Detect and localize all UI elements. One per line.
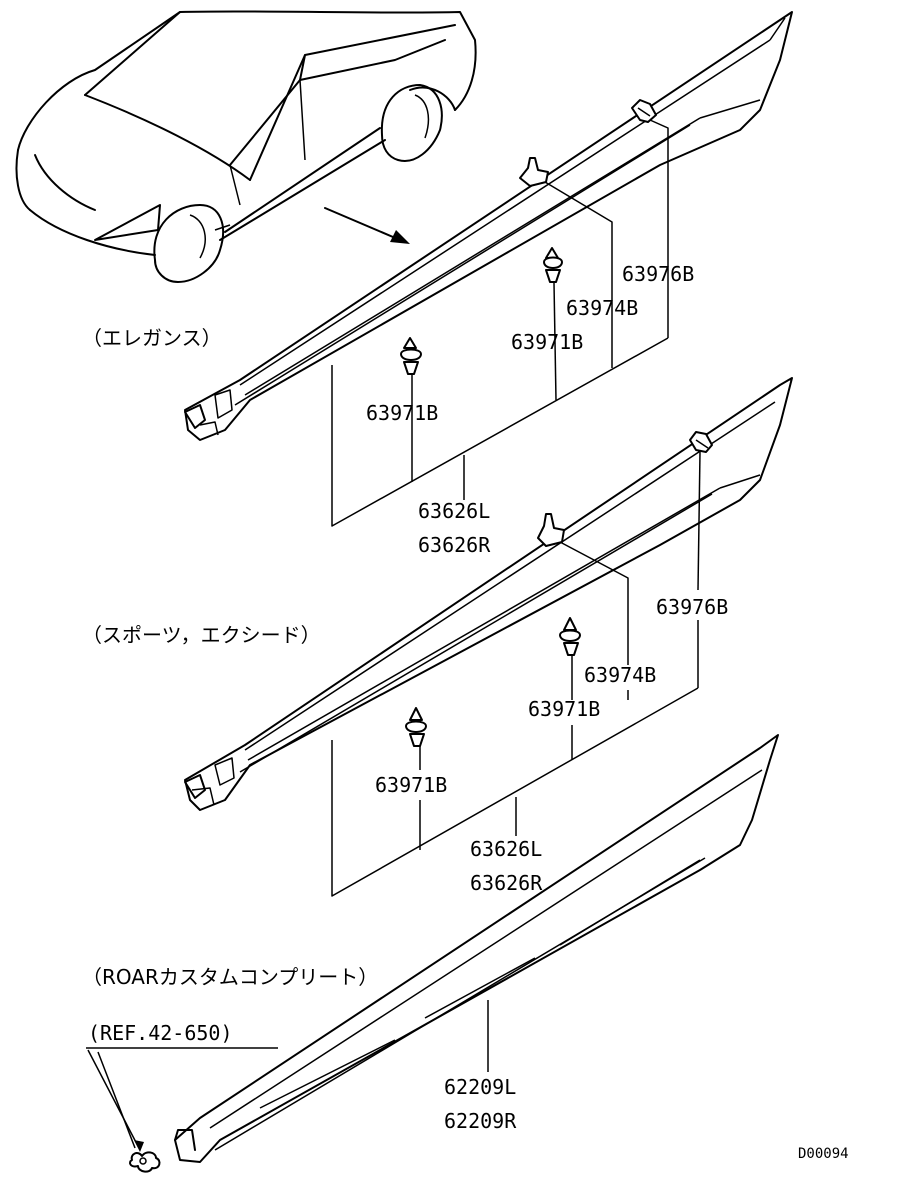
label-63971B-sports-right: 63971B (528, 697, 600, 721)
label-63974B-elegance: 63974B (566, 296, 638, 320)
label-63974B-sports: 63974B (584, 663, 656, 687)
section-title-roar: （ROARカスタムコンプリート） (82, 965, 378, 989)
leaders-elegance (331, 119, 669, 527)
garnish-sports (184, 377, 793, 811)
leaders-roar (87, 1000, 489, 1152)
diagram-code: D00094 (798, 1146, 849, 1162)
label-63626L-sports: 63626L (470, 837, 542, 861)
label-63626L-elegance: 63626L (418, 499, 490, 523)
direction-arrow (324, 207, 410, 244)
label-62209R: 62209R (444, 1109, 517, 1133)
label-63976B-elegance: 63976B (622, 262, 694, 286)
section-title-sports-exceed: （スポーツ，エクシード） (82, 623, 321, 647)
screw-63971B-sports-right (559, 617, 581, 656)
garnish-elegance (184, 11, 793, 441)
label-63971B-elegance-left: 63971B (366, 401, 438, 425)
screw-63971B-elegance-left (400, 337, 422, 375)
leaders-sports (331, 451, 701, 897)
clip-63976B-sports (689, 431, 713, 453)
label-62209L: 62209L (444, 1075, 516, 1099)
clip-63974B-elegance (519, 157, 549, 187)
screw-63971B-elegance-right (543, 247, 563, 283)
clip-63974B-sports (537, 513, 565, 547)
label-63626R-elegance: 63626R (418, 533, 491, 557)
section-title-elegance: （エレガンス） (82, 326, 222, 350)
screw-63971B-sports-left (405, 707, 427, 747)
ref-label: (REF.42-650) (88, 1021, 233, 1045)
label-63976B-sports: 63976B (656, 595, 728, 619)
side-skirt-roar (174, 734, 779, 1163)
label-63626R-sports: 63626R (470, 871, 543, 895)
clip-63976B-elegance (631, 99, 657, 123)
label-63971B-elegance-right: 63971B (511, 330, 583, 354)
car-illustration (15, 10, 477, 283)
label-63971B-sports-left: 63971B (375, 773, 447, 797)
fastener-ref (129, 1151, 161, 1173)
